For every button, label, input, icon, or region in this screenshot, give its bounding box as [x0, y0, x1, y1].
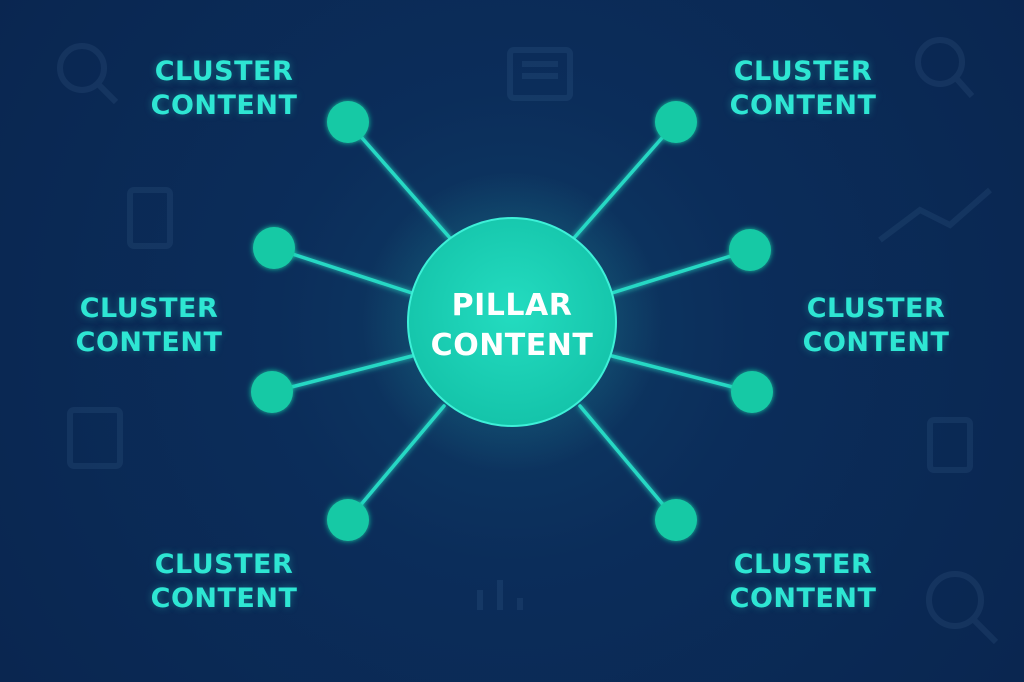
- magnifier-icon: [926, 571, 999, 645]
- cluster-node: [251, 371, 293, 413]
- cluster-label-line1: CLUSTER: [154, 56, 294, 87]
- pillar-label-line1: PILLAR: [451, 288, 573, 323]
- cluster-label-line2: CONTENT: [150, 583, 298, 614]
- cluster-label-line1: CLUSTER: [733, 549, 873, 580]
- background-icons: [57, 37, 999, 645]
- cluster-nodes: [251, 101, 773, 541]
- cluster-label-line1: CLUSTER: [733, 56, 873, 87]
- cluster-node: [253, 227, 295, 269]
- cluster-label-top-right: CLUSTER CONTENT: [693, 55, 913, 123]
- cluster-label-line1: CLUSTER: [79, 293, 219, 324]
- cluster-label-line2: CONTENT: [729, 583, 877, 614]
- cluster-node: [327, 101, 369, 143]
- cluster-label-bottom-left: CLUSTER CONTENT: [114, 548, 334, 616]
- cluster-label-middle-left: CLUSTER CONTENT: [39, 292, 259, 360]
- cluster-label-bottom-right: CLUSTER CONTENT: [693, 548, 913, 616]
- cluster-node: [327, 499, 369, 541]
- document-icon: [67, 407, 123, 469]
- cluster-label-line2: CONTENT: [802, 327, 950, 358]
- cluster-label-line2: CONTENT: [150, 90, 298, 121]
- pillar-label-line2: CONTENT: [430, 328, 594, 363]
- chart-icon: [477, 580, 523, 610]
- pillar-node: [407, 217, 617, 427]
- cluster-node: [655, 499, 697, 541]
- document-icon: [127, 187, 173, 249]
- cluster-node: [729, 229, 771, 271]
- cluster-label-line2: CONTENT: [75, 327, 223, 358]
- magnifier-icon: [915, 37, 975, 98]
- pillar-label: PILLAR CONTENT: [410, 286, 614, 366]
- cluster-label-line1: CLUSTER: [154, 549, 294, 580]
- document-icon: [507, 47, 573, 101]
- cluster-node: [731, 371, 773, 413]
- cluster-node: [655, 101, 697, 143]
- chart-icon: [878, 187, 992, 243]
- cluster-label-top-left: CLUSTER CONTENT: [114, 55, 334, 123]
- search-icon: [57, 43, 119, 105]
- cluster-label-line1: CLUSTER: [806, 293, 946, 324]
- document-icon: [927, 417, 973, 473]
- cluster-label-middle-right: CLUSTER CONTENT: [766, 292, 986, 360]
- cluster-label-line2: CONTENT: [729, 90, 877, 121]
